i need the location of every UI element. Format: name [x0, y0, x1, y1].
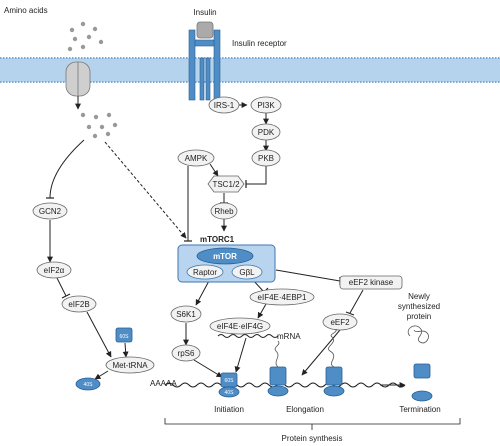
- free-protein: [407, 325, 429, 344]
- elongation-label: Elongation: [286, 405, 324, 414]
- svg-text:eIF4E·eIF4G: eIF4E·eIF4G: [217, 322, 263, 331]
- ribosome-termination: [411, 363, 433, 402]
- ribosome-elongation-2: [323, 328, 345, 397]
- node-pi3k: PI3K: [250, 96, 282, 114]
- insulin-molecule: [196, 21, 214, 39]
- svg-text:IRS-1: IRS-1: [214, 101, 235, 110]
- node-s6k1: S6K1: [170, 305, 202, 323]
- termination-label: Termination: [399, 405, 440, 414]
- node-irs1: IRS-1: [208, 96, 240, 114]
- ribosome-40s-free: 40S: [75, 377, 101, 391]
- ribosome-initiation: 60S 40S: [218, 372, 240, 398]
- node-met-trna: Met-tRNA: [105, 356, 155, 374]
- svg-text:Rheb: Rheb: [214, 207, 234, 216]
- mrna-label: mRNA: [277, 332, 301, 341]
- node-eif2b: eIF2B: [61, 295, 97, 313]
- svg-text:PI3K: PI3K: [257, 101, 275, 110]
- ribosome-60s-free: 60S: [115, 327, 133, 343]
- node-pkb: PKB: [251, 149, 281, 167]
- insulin-label: Insulin: [193, 8, 216, 17]
- amino-acid-transporter: [65, 61, 91, 97]
- svg-text:40S: 40S: [84, 382, 94, 388]
- amino-acid-dots-outside: [67, 21, 104, 52]
- svg-text:GCN2: GCN2: [39, 207, 62, 216]
- svg-text:40S: 40S: [225, 390, 235, 396]
- svg-text:eIF2α: eIF2α: [44, 266, 65, 275]
- amino-acids-label: Amino acids: [4, 6, 48, 15]
- node-eif4e-4ebp1: eIF4E·4EBP1: [249, 288, 315, 306]
- svg-text:S6K1: S6K1: [176, 310, 196, 319]
- ribosome-elongation-1: [267, 340, 289, 397]
- node-eif4e-eif4g: eIF4E·eIF4G: [209, 317, 271, 335]
- node-eif2a: eIF2α: [36, 261, 72, 279]
- node-rheb: Rheb: [210, 202, 238, 220]
- insulin-receptor: [188, 29, 221, 101]
- node-eef2: eEF2: [322, 313, 358, 331]
- svg-text:60S: 60S: [225, 378, 235, 384]
- protein-label: protein: [407, 312, 431, 321]
- svg-text:eEF2: eEF2: [330, 318, 350, 327]
- mtorc1-complex: mTOR Raptor GβL: [177, 244, 276, 283]
- initiation-label: Initiation: [214, 405, 244, 414]
- node-pdk: PDK: [251, 123, 281, 141]
- svg-text:PKB: PKB: [258, 154, 274, 163]
- protein-synthesis-label: Protein synthesis: [282, 434, 343, 443]
- protein-synthesis-bracket: [164, 418, 461, 430]
- node-tsc: TSC1/2: [207, 175, 245, 193]
- insulin-receptor-label: Insulin receptor: [232, 39, 287, 48]
- svg-text:Met-tRNA: Met-tRNA: [112, 361, 148, 370]
- svg-text:AMPK: AMPK: [185, 154, 208, 163]
- node-gcn2: GCN2: [32, 202, 68, 220]
- svg-text:TSC1/2: TSC1/2: [212, 180, 240, 189]
- node-eef2-kinase: eEF2 kinase: [339, 275, 403, 290]
- newly-label: Newly: [408, 292, 430, 301]
- svg-text:eIF4E·4EBP1: eIF4E·4EBP1: [258, 293, 307, 302]
- amino-acid-dots-inside: [80, 112, 118, 139]
- node-rps6: rpS6: [171, 344, 201, 362]
- poly-a-tail: AAAAA: [150, 379, 177, 388]
- svg-text:eIF2B: eIF2B: [68, 300, 89, 309]
- svg-text:eEF2 kinase: eEF2 kinase: [349, 278, 394, 287]
- gbl-label: GβL: [239, 268, 255, 277]
- node-ampk: AMPK: [177, 149, 215, 167]
- raptor-label: Raptor: [193, 268, 217, 277]
- mtorc1-label: mTORC1: [200, 235, 235, 244]
- mtor-label: mTOR: [213, 252, 237, 261]
- svg-text:rpS6: rpS6: [178, 349, 195, 358]
- synthesized-label: synthesized: [398, 302, 440, 311]
- svg-text:PDK: PDK: [258, 128, 275, 137]
- svg-text:60S: 60S: [120, 334, 130, 340]
